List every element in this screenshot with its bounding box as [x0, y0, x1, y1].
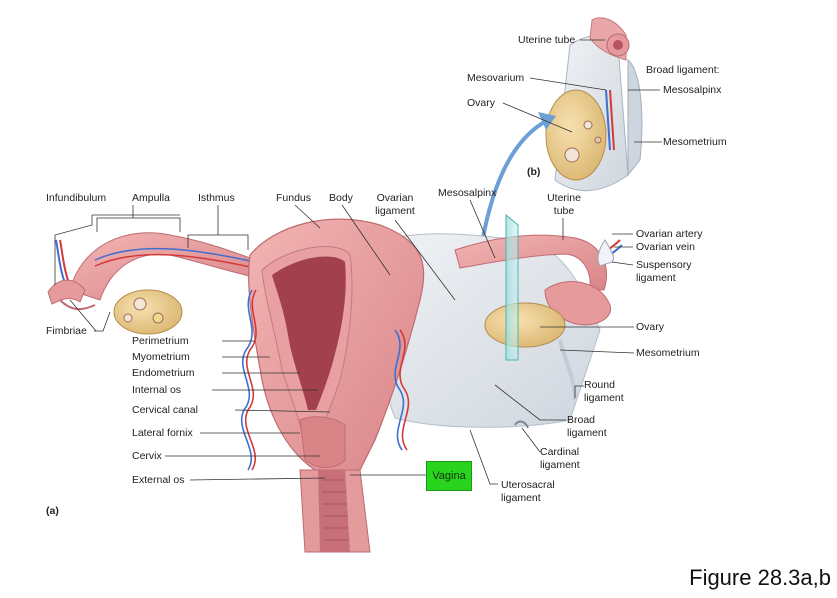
- myometrium-label: Myometrium: [132, 351, 190, 363]
- figure-caption: Figure 28.3a,b: [689, 565, 831, 590]
- uterosacral-ligament-label-2: ligament: [501, 492, 541, 504]
- vagina-highlight-label: Vagina: [426, 461, 472, 491]
- round-ligament-label-1: Round: [584, 379, 615, 391]
- suspensory-ligament-label-1: Suspensory: [636, 259, 692, 271]
- left-ovary-shape: [113, 289, 183, 335]
- fundus-label: Fundus: [276, 192, 312, 204]
- ovarian-ligament-label-1: Ovarian: [376, 192, 414, 204]
- external-os-label: External os: [132, 474, 185, 486]
- body-label: Body: [329, 192, 353, 204]
- left-uterine-tube: [47, 232, 263, 311]
- panel-a-label: (a): [46, 505, 59, 517]
- ampulla-label: Ampulla: [132, 192, 170, 204]
- ovarian-artery-label: Ovarian artery: [636, 228, 703, 240]
- cardinal-ligament-label-1: Cardinal: [540, 446, 580, 458]
- cervix-label: Cervix: [132, 450, 162, 462]
- inset-uterine-tube-label: Uterine tube: [518, 34, 576, 46]
- uterine-tube-label-1: Uterine: [547, 192, 581, 204]
- mesosalpinx-label: Mesosalpinx: [438, 187, 497, 199]
- broad-ligament-label-1: Broad: [567, 414, 596, 426]
- inset-ovary-label: Ovary: [467, 97, 496, 109]
- internal-os-label: Internal os: [132, 384, 182, 396]
- infundibulum-label: Infundibulum: [46, 192, 107, 204]
- inset-mesometrium-label: Mesometrium: [663, 136, 727, 148]
- endometrium-label: Endometrium: [132, 367, 195, 379]
- mesometrium-label: Mesometrium: [636, 347, 700, 359]
- suspensory-ligament-label-2: ligament: [636, 272, 676, 284]
- inset-mesovarium-label: Mesovarium: [467, 72, 525, 84]
- leader-lines: [54, 39, 662, 485]
- inset-b: [478, 17, 643, 256]
- round-ligament-label-2: ligament: [584, 392, 624, 404]
- ovary-label: Ovary: [636, 321, 665, 333]
- section-plane: [505, 213, 519, 361]
- right-uterine-tube: [454, 234, 623, 326]
- isthmus-label: Isthmus: [198, 192, 235, 204]
- panel-b-label: (b): [527, 166, 541, 178]
- fimbriae-label: Fimbriae: [46, 325, 87, 337]
- inset-mesosalpinx-label: Mesosalpinx: [663, 84, 722, 96]
- ovarian-vein-label: Ovarian vein: [636, 241, 695, 253]
- uterus-shape: [241, 218, 425, 553]
- uterosacral-ligament-label-1: Uterosacral: [501, 479, 555, 491]
- perimetrium-label: Perimetrium: [132, 335, 189, 347]
- right-ovary-shape: [484, 302, 566, 348]
- cardinal-ligament-label-2: ligament: [540, 459, 580, 471]
- lateral-fornix-label: Lateral fornix: [132, 427, 193, 439]
- cervical-canal-label: Cervical canal: [132, 404, 198, 416]
- ovarian-ligament-label-2: ligament: [375, 205, 415, 217]
- uterine-tube-label-2: tube: [553, 205, 575, 217]
- broad-ligament-label-2: ligament: [567, 427, 607, 439]
- inset-broad-ligament-label: Broad ligament:: [646, 64, 720, 76]
